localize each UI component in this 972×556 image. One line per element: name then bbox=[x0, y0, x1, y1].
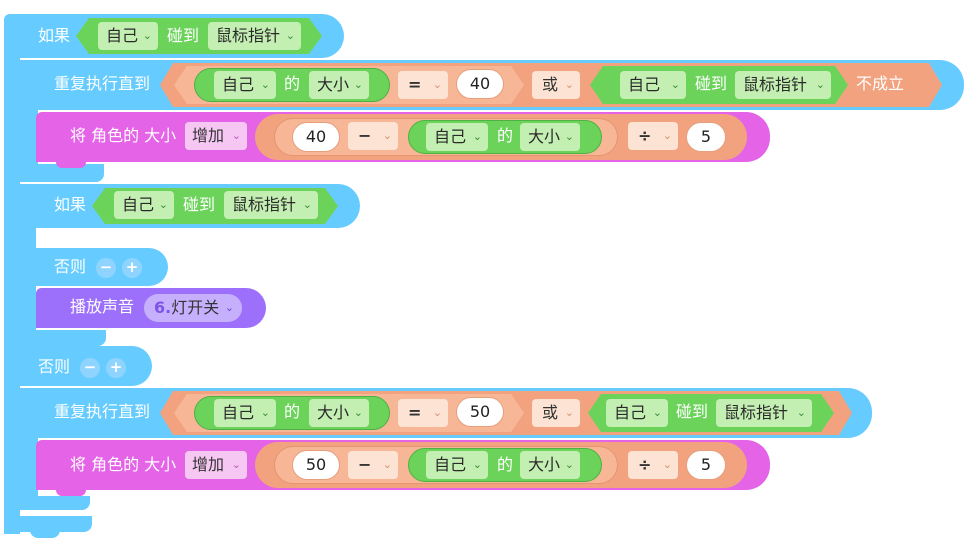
chevron-down-icon: ⌄ bbox=[472, 458, 482, 471]
block-notch bbox=[56, 162, 86, 168]
sound-number: 6. bbox=[154, 298, 172, 317]
chevron-down-icon: ⌄ bbox=[231, 129, 241, 142]
or-dropdown[interactable]: 或⌄ bbox=[532, 399, 580, 427]
else-label: 否则 bbox=[54, 257, 87, 276]
set-size-label: 将 角色的 大小 bbox=[70, 126, 177, 145]
sound-dropdown[interactable]: 6.灯开关 ⌄ bbox=[144, 294, 242, 322]
number-input[interactable]: 5 bbox=[686, 450, 726, 480]
mode-dropdown[interactable]: 增加⌄ bbox=[185, 451, 247, 479]
repeat-bottom-2 bbox=[20, 496, 90, 510]
of-label: 的 bbox=[284, 402, 301, 421]
chevron-down-icon: ⌄ bbox=[285, 29, 295, 42]
touching-label: 碰到 bbox=[167, 26, 200, 45]
touching-label: 碰到 bbox=[183, 195, 216, 214]
number-input[interactable]: 5 bbox=[686, 122, 726, 152]
sprite-dropdown[interactable]: 自己⌄ bbox=[620, 71, 686, 99]
comparison-dropdown[interactable]: =⌄ bbox=[398, 399, 448, 427]
comparison-dropdown[interactable]: =⌄ bbox=[398, 71, 448, 99]
inner-else-bar[interactable] bbox=[20, 248, 168, 286]
divide-dropdown[interactable]: ÷⌄ bbox=[628, 122, 678, 150]
chevron-down-icon: ⌄ bbox=[564, 78, 574, 91]
bottom-notch bbox=[30, 530, 60, 538]
chevron-down-icon: ⌄ bbox=[382, 458, 392, 471]
sprite-dropdown[interactable]: 自己⌄ bbox=[114, 191, 174, 219]
chevron-down-icon: ⌄ bbox=[564, 130, 574, 143]
touching-label: 碰到 bbox=[695, 74, 728, 93]
repeat-label: 重复执行直到 bbox=[54, 402, 151, 421]
else-bar[interactable] bbox=[4, 346, 152, 386]
sprite-dropdown[interactable]: 自己⌄ bbox=[606, 399, 668, 427]
minus-dropdown[interactable]: −⌄ bbox=[348, 122, 398, 150]
chevron-down-icon: ⌄ bbox=[432, 406, 442, 419]
repeat-left-arm-2 bbox=[20, 388, 38, 508]
chevron-down-icon: ⌄ bbox=[564, 458, 574, 471]
remove-branch-button[interactable]: − bbox=[80, 358, 100, 378]
repeat-left-arm-1 bbox=[20, 60, 38, 180]
mode-dropdown[interactable]: 增加⌄ bbox=[185, 122, 247, 150]
chevron-down-icon: ⌄ bbox=[260, 78, 270, 91]
add-branch-button[interactable]: + bbox=[122, 258, 142, 278]
chevron-down-icon: ⌄ bbox=[670, 78, 680, 91]
target-dropdown[interactable]: 鼠标指针⌄ bbox=[735, 71, 831, 99]
chevron-down-icon: ⌄ bbox=[472, 130, 482, 143]
add-branch-button[interactable]: + bbox=[106, 358, 126, 378]
property-dropdown[interactable]: 大小⌄ bbox=[520, 451, 580, 479]
target-dropdown[interactable]: 鼠标指针⌄ bbox=[716, 399, 812, 427]
repeat-label: 重复执行直到 bbox=[54, 74, 151, 93]
number-input[interactable]: 40 bbox=[456, 69, 504, 99]
or-dropdown[interactable]: 或⌄ bbox=[532, 71, 580, 99]
of-label: 的 bbox=[497, 455, 514, 474]
sprite-dropdown[interactable]: 自己⌄ bbox=[98, 22, 158, 50]
number-input[interactable]: 50 bbox=[456, 397, 504, 427]
not-label: 不成立 bbox=[856, 74, 905, 93]
property-dropdown[interactable]: 大小⌄ bbox=[309, 399, 369, 427]
sound-name: 灯开关 bbox=[171, 298, 220, 317]
chevron-down-icon: ⌄ bbox=[353, 78, 363, 91]
chevron-down-icon: ⌄ bbox=[796, 406, 806, 419]
sprite-dropdown[interactable]: 自己⌄ bbox=[214, 399, 276, 427]
sprite-dropdown[interactable]: 自己⌄ bbox=[426, 123, 488, 151]
chevron-down-icon: ⌄ bbox=[302, 198, 312, 211]
repeat-bottom-1 bbox=[20, 164, 104, 182]
number-input[interactable]: 50 bbox=[292, 450, 340, 480]
else-label: 否则 bbox=[38, 357, 71, 376]
if-label: 如果 bbox=[38, 26, 71, 45]
touching-label: 碰到 bbox=[676, 402, 709, 421]
chevron-down-icon: ⌄ bbox=[353, 406, 363, 419]
minus-dropdown[interactable]: −⌄ bbox=[348, 451, 398, 479]
chevron-down-icon: ⌄ bbox=[564, 406, 574, 419]
chevron-down-icon: ⌄ bbox=[815, 78, 825, 91]
chevron-down-icon: ⌄ bbox=[662, 129, 672, 142]
chevron-down-icon: ⌄ bbox=[158, 198, 168, 211]
of-label: 的 bbox=[284, 74, 301, 93]
number-input[interactable]: 40 bbox=[292, 122, 340, 152]
property-dropdown[interactable]: 大小⌄ bbox=[309, 71, 369, 99]
sprite-dropdown[interactable]: 自己⌄ bbox=[214, 71, 276, 99]
if-label: 如果 bbox=[54, 195, 87, 214]
block-notch bbox=[56, 490, 86, 496]
if-left-arm bbox=[4, 14, 20, 534]
chevron-down-icon: ⌄ bbox=[652, 406, 662, 419]
target-dropdown[interactable]: 鼠标指针⌄ bbox=[208, 22, 301, 50]
chevron-down-icon: ⌄ bbox=[382, 129, 392, 142]
chevron-down-icon: ⌄ bbox=[231, 458, 241, 471]
of-label: 的 bbox=[497, 126, 514, 145]
chevron-down-icon: ⌄ bbox=[142, 29, 152, 42]
chevron-down-icon: ⌄ bbox=[224, 301, 234, 314]
remove-branch-button[interactable]: − bbox=[96, 258, 116, 278]
target-dropdown[interactable]: 鼠标指针⌄ bbox=[224, 191, 318, 219]
set-size-label: 将 角色的 大小 bbox=[70, 455, 177, 474]
inner-if-bottom bbox=[20, 330, 106, 346]
property-dropdown[interactable]: 大小⌄ bbox=[520, 123, 580, 151]
chevron-down-icon: ⌄ bbox=[260, 406, 270, 419]
if-bottom bbox=[4, 516, 92, 532]
divide-dropdown[interactable]: ÷⌄ bbox=[628, 451, 678, 479]
chevron-down-icon: ⌄ bbox=[432, 78, 442, 91]
play-sound-label: 播放声音 bbox=[70, 297, 135, 316]
chevron-down-icon: ⌄ bbox=[662, 458, 672, 471]
sprite-dropdown[interactable]: 自己⌄ bbox=[426, 451, 488, 479]
